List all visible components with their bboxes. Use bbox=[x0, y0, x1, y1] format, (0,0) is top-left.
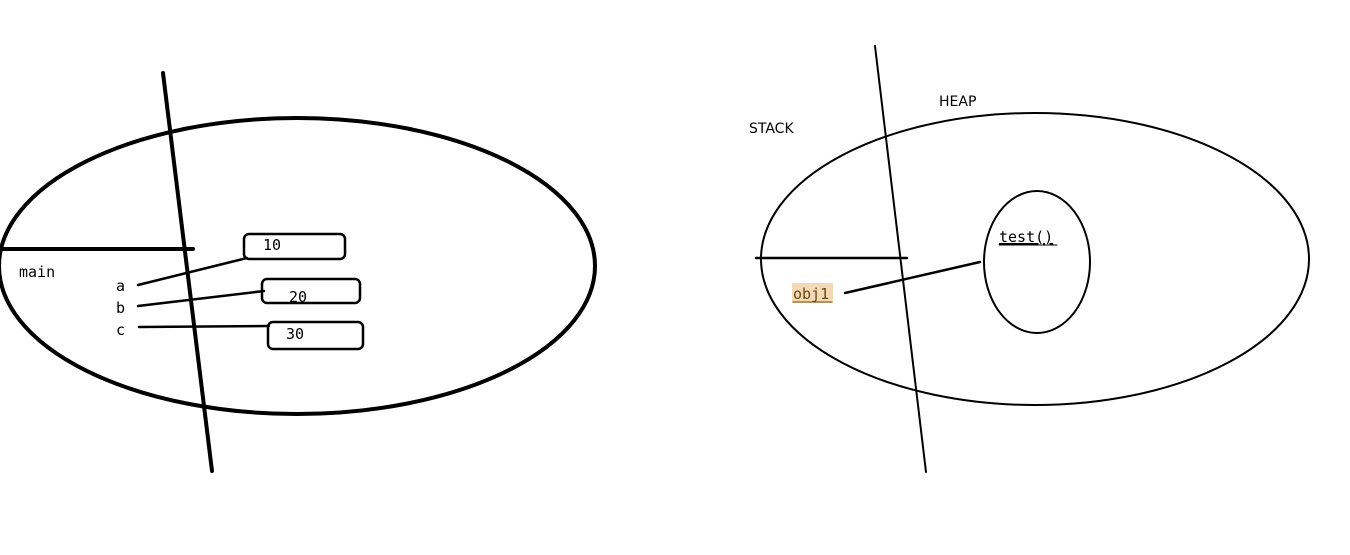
right-memory-diagram: STACK HEAP test() obj1 bbox=[749, 45, 1310, 473]
value-30-text: 30 bbox=[286, 325, 304, 343]
variable-b-pointer bbox=[136, 289, 266, 308]
variable-b-label: b bbox=[116, 299, 125, 317]
main-frame-label: main bbox=[19, 263, 55, 281]
stack-label: STACK bbox=[749, 121, 794, 137]
variable-c-pointer bbox=[137, 324, 271, 329]
reference-obj1-label: obj1 bbox=[793, 285, 829, 303]
value-20-text: 20 bbox=[289, 288, 307, 306]
reference-obj1-pointer bbox=[843, 260, 982, 295]
value-box-10 bbox=[242, 232, 347, 261]
value-box-30 bbox=[266, 320, 365, 351]
value-box-20 bbox=[260, 277, 362, 305]
variable-a-label: a bbox=[116, 277, 125, 295]
left-memory-ellipse bbox=[0, 116, 597, 416]
object-method-label: test() bbox=[999, 228, 1053, 246]
heap-label: HEAP bbox=[939, 94, 976, 110]
value-10-text: 10 bbox=[263, 236, 281, 254]
left-memory-diagram: main a 10 b 20 c 30 bbox=[0, 71, 597, 473]
reference-highlight bbox=[792, 283, 833, 303]
variable-a-pointer bbox=[136, 256, 249, 287]
variable-c-label: c bbox=[116, 321, 125, 339]
heap-object-ellipse bbox=[983, 190, 1091, 334]
